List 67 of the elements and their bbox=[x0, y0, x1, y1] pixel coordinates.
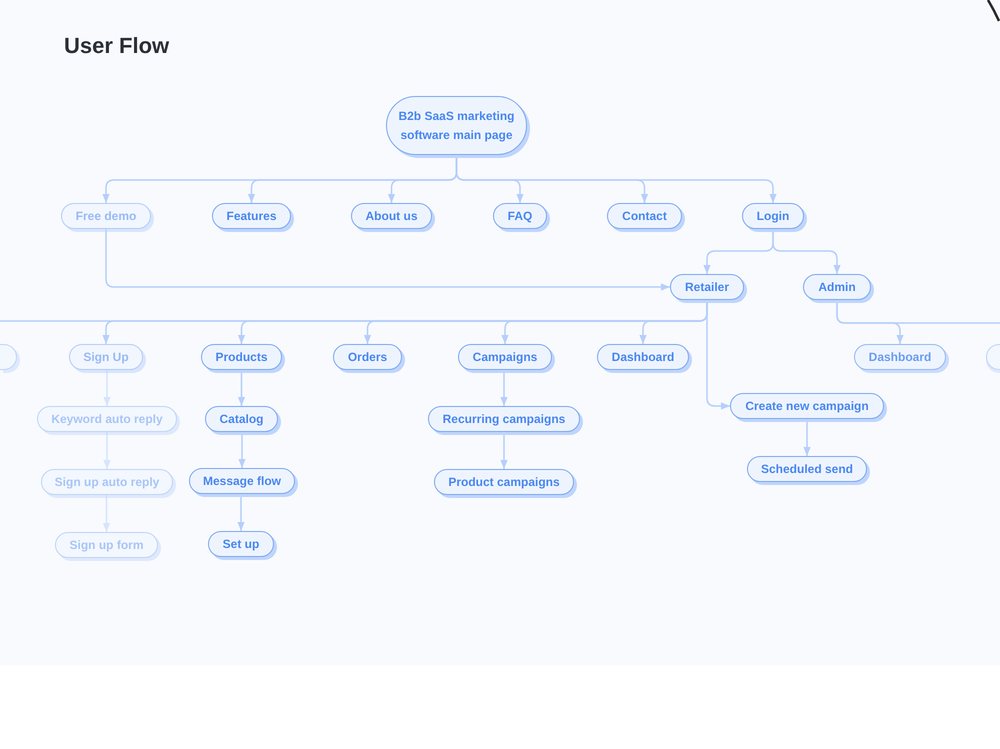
flow-node bbox=[386, 96, 527, 155]
node-label: Login bbox=[756, 208, 790, 224]
node-label: Scheduled send bbox=[760, 462, 854, 476]
flow-node bbox=[69, 344, 143, 370]
cut-off-pill bbox=[986, 344, 1000, 370]
cut-off-pill bbox=[0, 344, 17, 370]
flow-node bbox=[730, 393, 884, 419]
node-label: Message flow bbox=[202, 474, 282, 488]
flow-node bbox=[493, 203, 547, 229]
flow-node bbox=[55, 532, 158, 558]
flow-node bbox=[803, 274, 871, 300]
node-label: Sign up auto reply bbox=[54, 474, 160, 490]
flow-node bbox=[205, 406, 278, 432]
flow-node bbox=[597, 344, 689, 370]
arrow bbox=[238, 432, 246, 468]
node-label: Create new campaign bbox=[745, 398, 869, 414]
flow-node bbox=[212, 203, 291, 229]
node-label: Dashboard bbox=[612, 350, 674, 364]
arrow bbox=[706, 300, 730, 410]
flow-node bbox=[37, 406, 177, 432]
arrow bbox=[105, 229, 670, 291]
node-label: Contact bbox=[622, 208, 667, 224]
node-label: Campaigns bbox=[472, 350, 538, 364]
node-label: FAQ bbox=[508, 208, 532, 224]
connector-line bbox=[836, 300, 1000, 324]
node-label: Set up bbox=[222, 536, 260, 552]
arrow bbox=[103, 370, 111, 406]
flow-node bbox=[189, 468, 295, 494]
node-label: Retailer bbox=[684, 280, 730, 294]
node-label: About us bbox=[366, 208, 418, 224]
flow-node bbox=[61, 203, 151, 229]
node-label: Free demo bbox=[76, 208, 136, 224]
flow-node bbox=[333, 344, 402, 370]
arrow bbox=[103, 432, 111, 469]
node-label: Sign up form bbox=[70, 538, 144, 552]
node-label: Products bbox=[215, 350, 268, 364]
flow-node bbox=[742, 203, 804, 229]
flow-node bbox=[41, 469, 173, 495]
arrow bbox=[456, 155, 777, 203]
node-label: Admin bbox=[818, 280, 856, 294]
arrow bbox=[772, 229, 841, 274]
flow-node bbox=[747, 456, 867, 482]
node-label: Dashboard bbox=[868, 350, 932, 364]
flow-node bbox=[434, 469, 574, 495]
node-label: B2b SaaS marketing software main page bbox=[397, 108, 516, 144]
flow-node bbox=[670, 274, 744, 300]
flow-node bbox=[201, 344, 282, 370]
node-label: Recurring campaigns bbox=[442, 412, 566, 426]
node-label: Catalog bbox=[219, 412, 264, 426]
flow-node bbox=[854, 344, 946, 370]
flow-node bbox=[607, 203, 682, 229]
arrow bbox=[237, 494, 245, 531]
node-label: Sign Up bbox=[83, 350, 129, 364]
arrow bbox=[500, 432, 508, 469]
node-label: Product campaigns bbox=[448, 474, 560, 490]
flow-node bbox=[208, 531, 274, 557]
arrow bbox=[803, 419, 811, 456]
flow-node bbox=[428, 406, 580, 432]
flow-node bbox=[351, 203, 432, 229]
arrow bbox=[238, 370, 246, 406]
node-label: Keyword auto reply bbox=[51, 412, 163, 426]
arrow bbox=[102, 495, 110, 532]
node-label: Features bbox=[226, 208, 277, 224]
arrow bbox=[500, 370, 508, 406]
flow-node bbox=[458, 344, 552, 370]
diagram-title: User Flow bbox=[64, 33, 170, 59]
node-label: Orders bbox=[348, 350, 388, 364]
